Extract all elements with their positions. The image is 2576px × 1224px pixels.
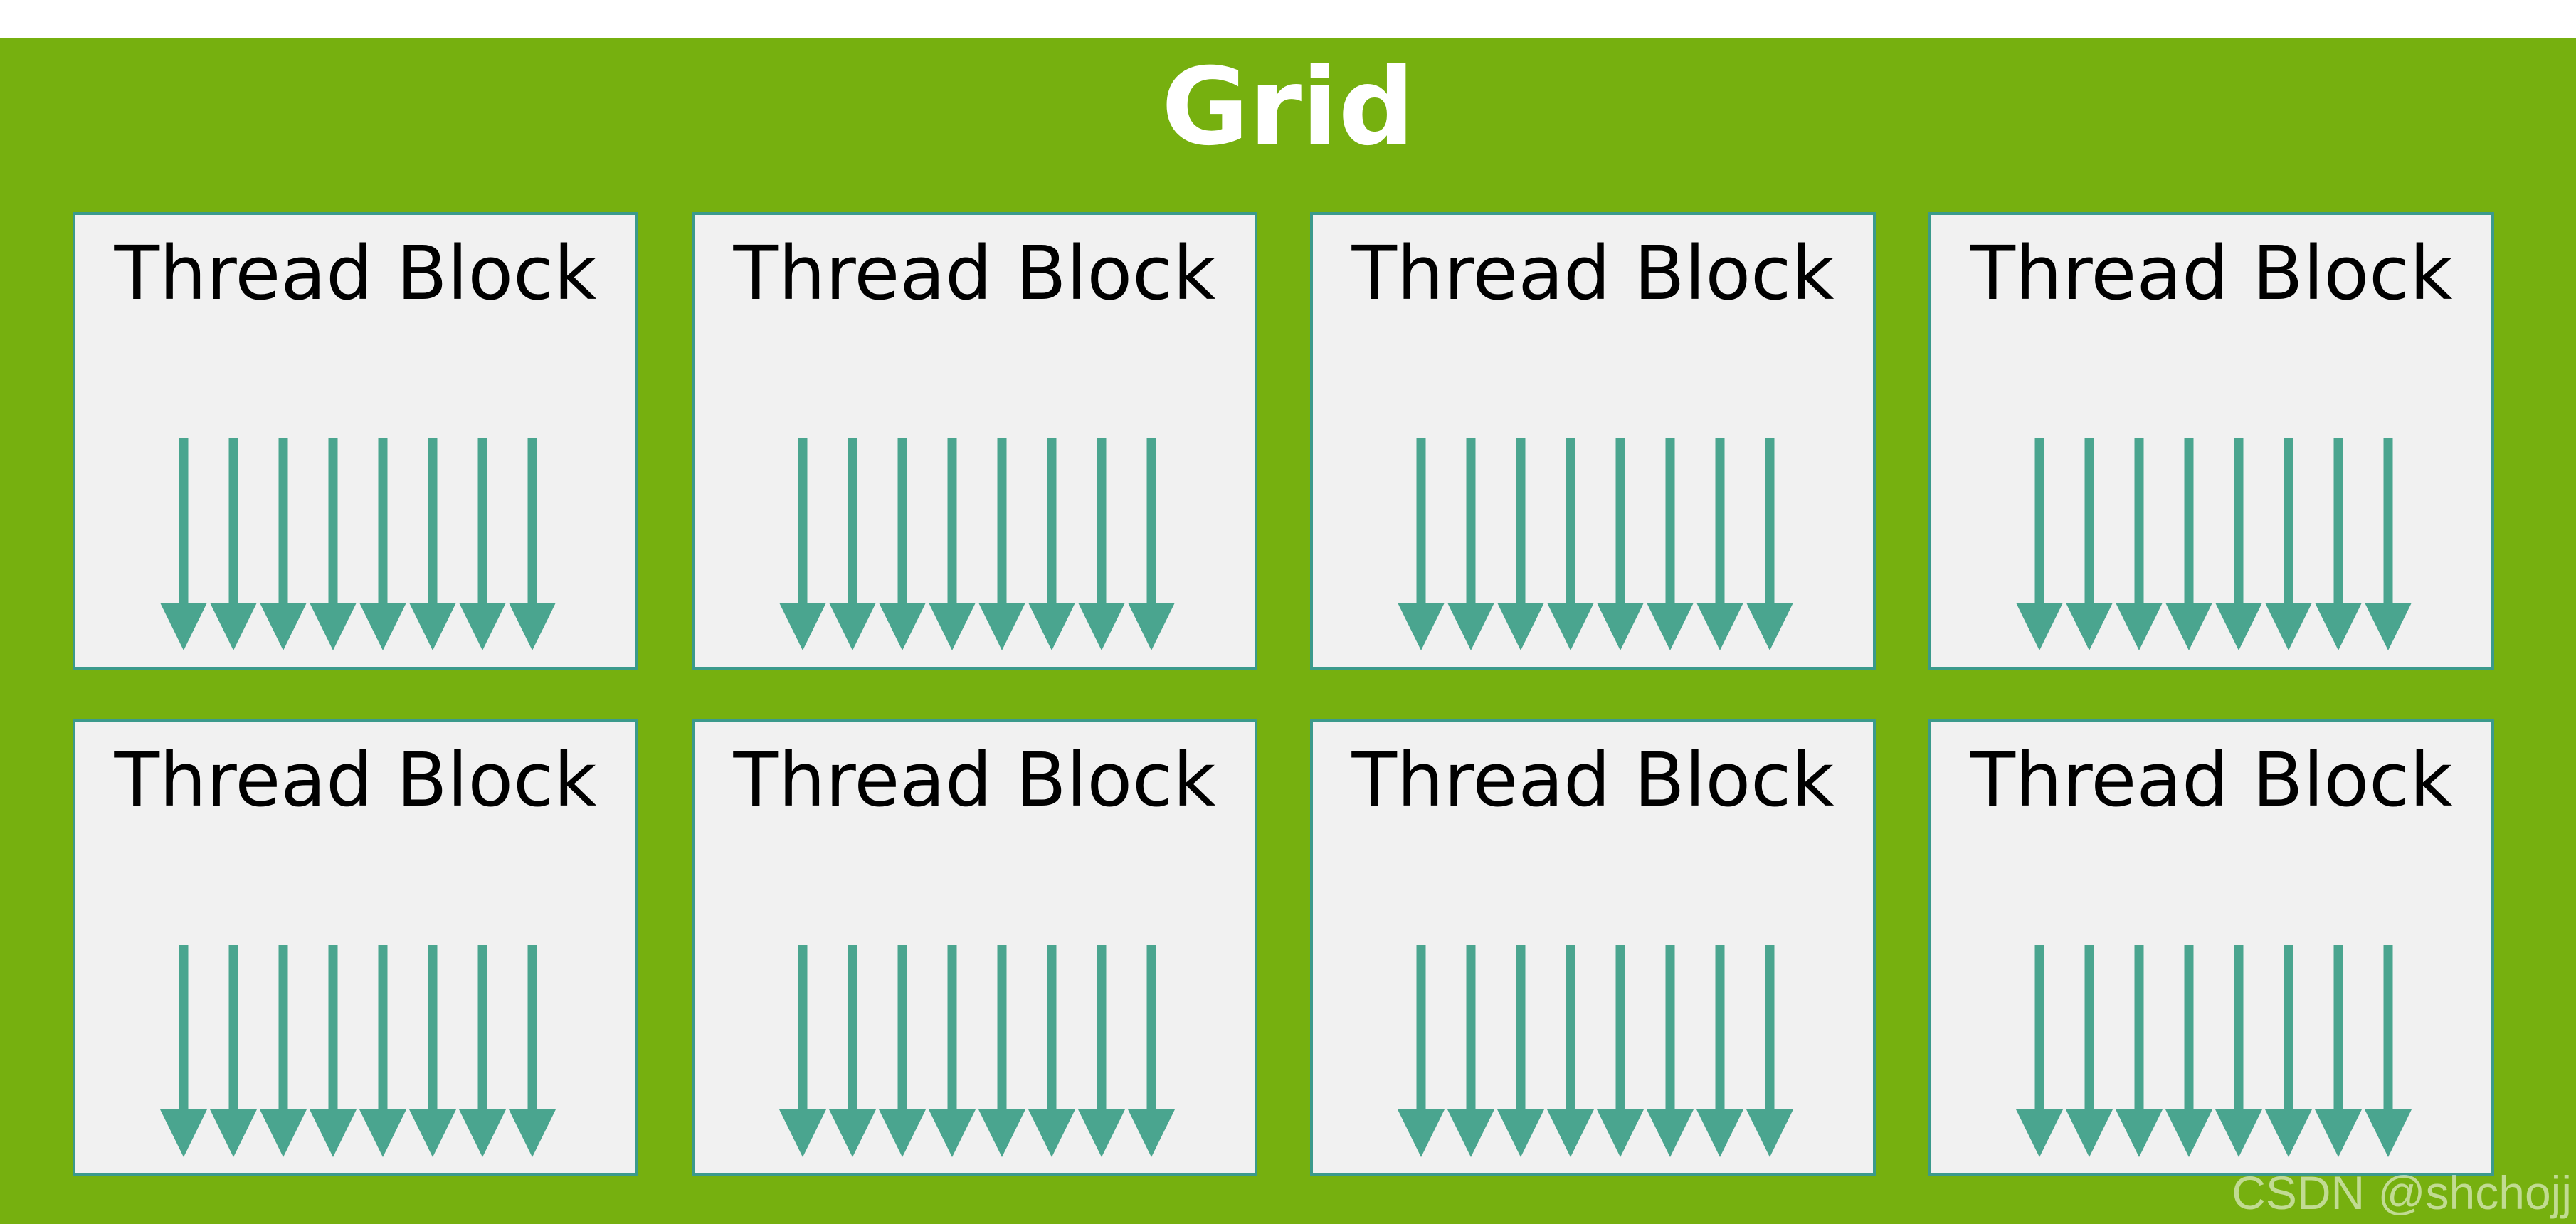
thread-block: Thread Block [1928,719,2494,1176]
threads-group [160,438,556,650]
thread-arrow-icon [1028,945,1075,1157]
thread-arrow-icon [160,438,207,650]
thread-block-label: Thread Block [733,230,1216,317]
thread-arrow-icon [978,945,1025,1157]
thread-block-label: Thread Block [114,737,597,823]
threads-group [779,438,1175,650]
thread-arrow-icon [409,945,456,1157]
thread-arrow-icon [2066,945,2113,1157]
thread-arrow-icon [2265,945,2312,1157]
thread-arrow-icon [459,945,506,1157]
thread-arrow-icon [2165,945,2212,1157]
thread-arrow-icon [1078,945,1125,1157]
thread-arrow-icon [260,945,307,1157]
threads-group [160,945,556,1157]
thread-block: Thread Block [73,719,638,1176]
watermark-text: CSDN @shchojj [2232,1166,2572,1219]
thread-arrow-icon [2215,945,2262,1157]
thread-arrow-icon [978,438,1025,650]
thread-arrow-icon [359,945,406,1157]
threads-group [1398,945,1793,1157]
thread-arrow-icon [829,945,876,1157]
thread-block-label: Thread Block [1970,737,2453,823]
thread-arrow-icon [459,438,506,650]
thread-arrow-icon [1447,945,1494,1157]
thread-arrow-icon [1128,945,1175,1157]
thread-arrow-icon [310,945,357,1157]
thread-arrow-icon [2315,438,2362,650]
thread-arrow-icon [2165,438,2212,650]
thread-arrow-icon [2215,438,2262,650]
thread-arrow-icon [160,945,207,1157]
grid-title: Grid [1161,46,1415,169]
thread-arrow-icon [1696,438,1743,650]
thread-arrow-icon [1398,945,1445,1157]
thread-arrow-icon [1028,438,1075,650]
threads-group [1398,438,1793,650]
thread-arrow-icon [1746,945,1793,1157]
thread-arrow-icon [2066,438,2113,650]
thread-arrow-icon [359,438,406,650]
thread-arrow-icon [1497,438,1544,650]
thread-arrow-icon [829,438,876,650]
thread-arrow-icon [1746,438,1793,650]
threads-group [779,945,1175,1157]
thread-arrow-icon [879,438,926,650]
thread-arrow-icon [2116,945,2163,1157]
thread-arrow-icon [2365,945,2412,1157]
thread-block: Thread Block [1310,212,1876,670]
thread-arrow-icon [210,438,257,650]
thread-arrow-icon [310,438,357,650]
thread-arrow-icon [1398,438,1445,650]
thread-block: Thread Block [692,212,1257,670]
thread-arrow-icon [1647,438,1694,650]
threads-group [2016,438,2412,650]
thread-block: Thread Block [1310,719,1876,1176]
thread-block-label: Thread Block [1970,230,2453,317]
thread-arrow-icon [260,438,307,650]
thread-arrow-icon [1547,945,1594,1157]
thread-arrow-icon [1128,438,1175,650]
thread-block: Thread Block [1928,212,2494,670]
thread-arrow-icon [929,945,976,1157]
thread-arrow-icon [2315,945,2362,1157]
thread-arrow-icon [1547,438,1594,650]
thread-arrow-icon [210,945,257,1157]
thread-arrow-icon [929,438,976,650]
thread-arrow-icon [2016,438,2063,650]
thread-arrow-icon [1497,945,1544,1157]
thread-arrow-icon [1597,945,1644,1157]
thread-arrow-icon [409,438,456,650]
thread-arrow-icon [2265,438,2312,650]
thread-arrow-icon [509,945,556,1157]
thread-arrow-icon [779,438,826,650]
threads-group [2016,945,2412,1157]
thread-arrow-icon [509,438,556,650]
thread-arrow-icon [1696,945,1743,1157]
thread-block: Thread Block [692,719,1257,1176]
thread-arrow-icon [1597,438,1644,650]
thread-block-label: Thread Block [1351,230,1835,317]
thread-arrow-icon [2365,438,2412,650]
thread-block-label: Thread Block [1351,737,1835,823]
thread-arrow-icon [2016,945,2063,1157]
thread-block-label: Thread Block [733,737,1216,823]
thread-arrow-icon [1078,438,1125,650]
thread-arrow-icon [779,945,826,1157]
thread-arrow-icon [1647,945,1694,1157]
thread-block: Thread Block [73,212,638,670]
thread-arrow-icon [2116,438,2163,650]
thread-block-label: Thread Block [114,230,597,317]
thread-arrow-icon [1447,438,1494,650]
thread-arrow-icon [879,945,926,1157]
